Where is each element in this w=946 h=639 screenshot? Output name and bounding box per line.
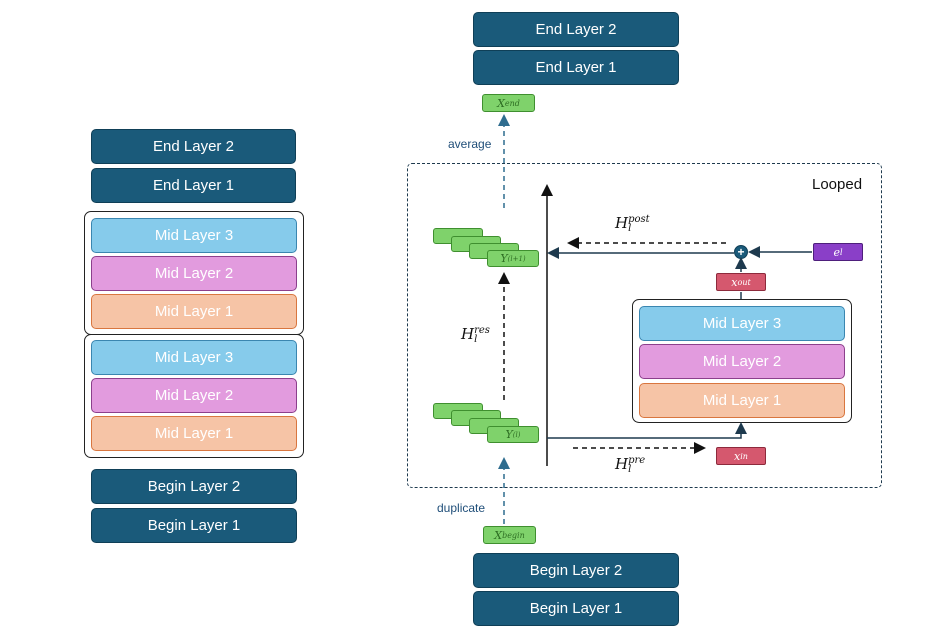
left-begin-layer-2: Begin Layer 2 <box>91 469 297 504</box>
stream-bottom-symbol: Y <box>505 428 513 441</box>
looped-frame <box>407 163 882 488</box>
x-begin-subscript: begin <box>502 530 525 540</box>
left-end-layer-1: End Layer 1 <box>91 168 296 203</box>
x-out-subscript: out <box>737 277 751 287</box>
left-mid-layer-1-lower: Mid Layer 1 <box>91 416 297 451</box>
left-mid-layer-2-upper: Mid Layer 2 <box>91 256 297 291</box>
h-res-superscript: res <box>474 325 490 336</box>
h-res-subscript: l <box>474 334 478 345</box>
left-end-layer-2: End Layer 2 <box>91 129 296 164</box>
left-begin-layer-1: Begin Layer 1 <box>91 508 297 543</box>
x-in-subscript: in <box>740 451 748 461</box>
right-mid-layer-3: Mid Layer 3 <box>639 306 845 341</box>
left-mid-layer-2-lower: Mid Layer 2 <box>91 378 297 413</box>
h-pre-symbol: H <box>615 455 629 473</box>
e-l-symbol: e <box>833 245 840 259</box>
x-out-symbol: x <box>731 275 738 289</box>
right-mid-layer-2: Mid Layer 2 <box>639 344 845 379</box>
stream-top-superscript: (l+1) <box>507 254 526 263</box>
stream-top-symbol: Y <box>500 252 508 265</box>
h-res-symbol: H <box>461 325 475 343</box>
h-pre-superscript: pre <box>628 455 646 466</box>
right-begin-layer-2: Begin Layer 2 <box>473 553 679 588</box>
looped-label: Looped <box>812 176 863 193</box>
left-mid-layer-3-upper: Mid Layer 3 <box>91 218 297 253</box>
stream-to-mid-arrow <box>547 422 747 439</box>
x-in-symbol: x <box>734 449 741 463</box>
h-pre-subscript: l <box>628 464 632 475</box>
left-mid-layer-1-upper: Mid Layer 1 <box>91 294 297 329</box>
h-post-subscript: l <box>628 223 632 234</box>
duplicate-label: duplicate <box>437 501 486 515</box>
x-begin-symbol: X <box>494 528 503 542</box>
x-end-subscript: end <box>504 98 520 108</box>
right-begin-layer-1: Begin Layer 1 <box>473 591 679 626</box>
left-mid-layer-3-lower: Mid Layer 3 <box>91 340 297 375</box>
right-end-layer-1: End Layer 1 <box>473 50 679 85</box>
stream-bottom-card-4: Y(l) <box>487 426 539 443</box>
e-l-subscript: l <box>839 247 843 257</box>
add-node: + <box>734 245 748 259</box>
h-post-symbol: H <box>615 214 629 232</box>
stream-bottom-superscript: (l) <box>512 430 521 439</box>
right-end-layer-2: End Layer 2 <box>473 12 679 47</box>
average-label: average <box>448 137 492 151</box>
left-mid-group-lower <box>84 334 304 458</box>
right-mid-layer-1: Mid Layer 1 <box>639 383 845 418</box>
h-post-superscript: post <box>628 214 650 225</box>
x-end-symbol: X <box>497 96 505 110</box>
stream-top-card-4: Y(l+1) <box>487 250 539 267</box>
